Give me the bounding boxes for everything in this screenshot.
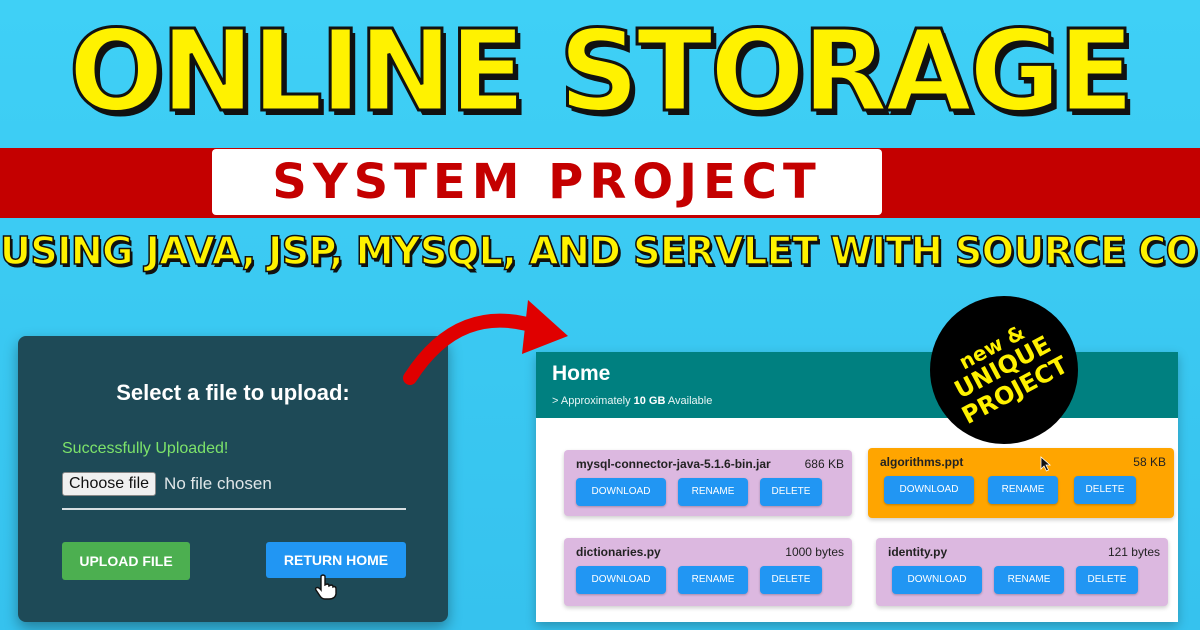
download-button[interactable]: DOWNLOAD (884, 476, 974, 504)
choose-file-button[interactable]: Choose file (62, 472, 157, 496)
download-button[interactable]: DOWNLOAD (892, 566, 982, 594)
mouse-pointer-icon (1040, 456, 1052, 472)
subtitle-banner (212, 149, 882, 215)
home-title: Home (552, 362, 611, 385)
file-card: mysql-connector-java-5.1.6-bin.jar 686 K… (564, 450, 852, 516)
upload-heading: Select a file to upload: (116, 380, 350, 405)
storage-amount: 10 GB (633, 395, 666, 407)
download-button[interactable]: DOWNLOAD (576, 566, 666, 594)
hand-cursor-icon (314, 574, 337, 600)
rename-button[interactable]: RENAME (988, 476, 1058, 504)
upload-status-message: Successfully Uploaded! (62, 440, 229, 457)
storage-suffix: Available (667, 395, 713, 407)
file-name: identity.py (888, 545, 948, 559)
download-button[interactable]: DOWNLOAD (576, 478, 666, 506)
upload-panel: Select a file to upload: Successfully Up… (18, 336, 448, 622)
file-card: identity.py 121 bytes DOWNLOAD RENAME DE… (876, 538, 1168, 606)
rename-button[interactable]: RENAME (678, 478, 748, 506)
file-grid: mysql-connector-java-5.1.6-bin.jar 686 K… (536, 422, 1178, 622)
divider (62, 508, 406, 510)
return-home-button[interactable]: RETURN HOME (266, 542, 406, 578)
delete-button[interactable]: DELETE (760, 478, 822, 506)
delete-button[interactable]: DELETE (1074, 476, 1136, 504)
rename-button[interactable]: RENAME (678, 566, 748, 594)
tagline: USING JAVA, JSP, MYSQL, AND SERVLET WITH… (0, 228, 1200, 274)
rename-button[interactable]: RENAME (994, 566, 1064, 594)
file-card-highlighted: algorithms.ppt 58 KB DOWNLOAD RENAME DEL… (868, 448, 1174, 518)
file-name: algorithms.ppt (880, 455, 964, 469)
delete-button[interactable]: DELETE (1076, 566, 1138, 594)
file-name: dictionaries.py (576, 545, 661, 559)
file-size: 58 KB (1133, 455, 1166, 469)
new-unique-project-badge: new & UNIQUE PROJECT (930, 296, 1078, 444)
storage-info: > Approximately 10 GB Available (552, 395, 712, 407)
main-title: ONLINE STORAGE (67, 6, 1136, 139)
file-size: 121 bytes (1107, 545, 1160, 559)
file-name: mysql-connector-java-5.1.6-bin.jar (576, 457, 771, 471)
file-size: 686 KB (804, 457, 844, 471)
file-input[interactable]: Choose file No file chosen (62, 472, 272, 496)
file-card: dictionaries.py 1000 bytes DOWNLOAD RENA… (564, 538, 852, 606)
arrow-icon (403, 300, 568, 385)
storage-prefix: > Approximately (552, 395, 631, 407)
subtitle: SYSTEM PROJECT (272, 154, 822, 210)
file-size: 1000 bytes (785, 545, 844, 559)
delete-button[interactable]: DELETE (760, 566, 822, 594)
no-file-label: No file chosen (164, 474, 272, 493)
upload-file-button[interactable]: UPLOAD FILE (62, 542, 190, 580)
